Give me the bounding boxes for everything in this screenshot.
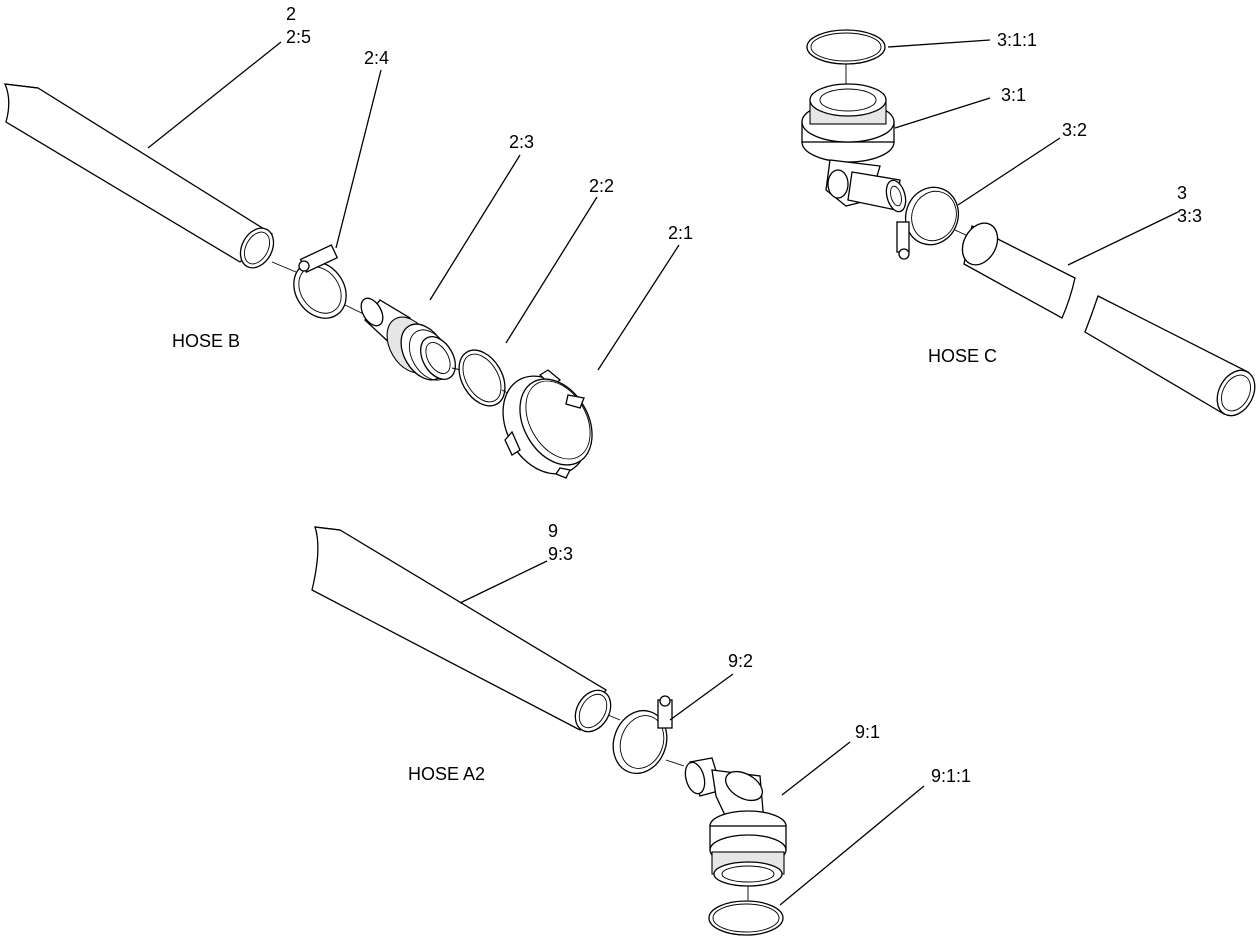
- hose-c-fitting: [801, 83, 907, 213]
- callout-labels: 2 2:5 2:4 2:3 2:2 2:1 3:1:1 3:1 3:2 3 3:…: [172, 4, 1202, 786]
- callout-9: 9: [548, 521, 558, 541]
- hose-c-o-ring: [806, 29, 886, 65]
- hose-b-nut: [502, 369, 593, 479]
- hose-c-assembly: [801, 29, 1256, 417]
- hose-b-o-ring: [458, 349, 506, 407]
- hose-c-clamp: [896, 186, 960, 260]
- callout-3-2: 3:2: [1062, 120, 1087, 140]
- callout-9-2: 9:2: [728, 651, 753, 671]
- callout-2-1: 2:1: [668, 223, 693, 243]
- hose-a2-tube: [311, 526, 612, 733]
- callout-2-3: 2:3: [509, 132, 534, 152]
- callout-3-1: 3:1: [1001, 85, 1026, 105]
- callout-9-1: 9:1: [855, 722, 880, 742]
- hose-a2-assembly: [311, 526, 787, 936]
- callout-2-4: 2:4: [364, 48, 389, 68]
- callout-2: 2: [286, 4, 296, 24]
- hose-c-label: HOSE C: [928, 346, 997, 366]
- hose-a2-o-ring: [708, 900, 784, 936]
- hose-b-clamp: [293, 244, 347, 319]
- callout-3-3: 3:3: [1177, 206, 1202, 226]
- hose-a2-fitting: [684, 757, 787, 887]
- callout-9-1-1: 9:1:1: [931, 766, 971, 786]
- callout-3-1-1: 3:1:1: [997, 30, 1037, 50]
- callout-3: 3: [1177, 183, 1187, 203]
- callout-2-2: 2:2: [589, 176, 614, 196]
- hose-b-adapter: [360, 297, 456, 381]
- hose-a2-clamp: [612, 695, 673, 775]
- leader-lines: [147, 39, 1179, 906]
- hose-a2-label: HOSE A2: [408, 764, 485, 784]
- callout-2-5: 2:5: [286, 27, 311, 47]
- callout-9-3: 9:3: [548, 544, 573, 564]
- hose-b-tube: [3, 83, 275, 269]
- hose-b-assembly: [3, 83, 593, 479]
- hose-c-tube: [961, 222, 1256, 417]
- hose-b-label: HOSE B: [172, 331, 240, 351]
